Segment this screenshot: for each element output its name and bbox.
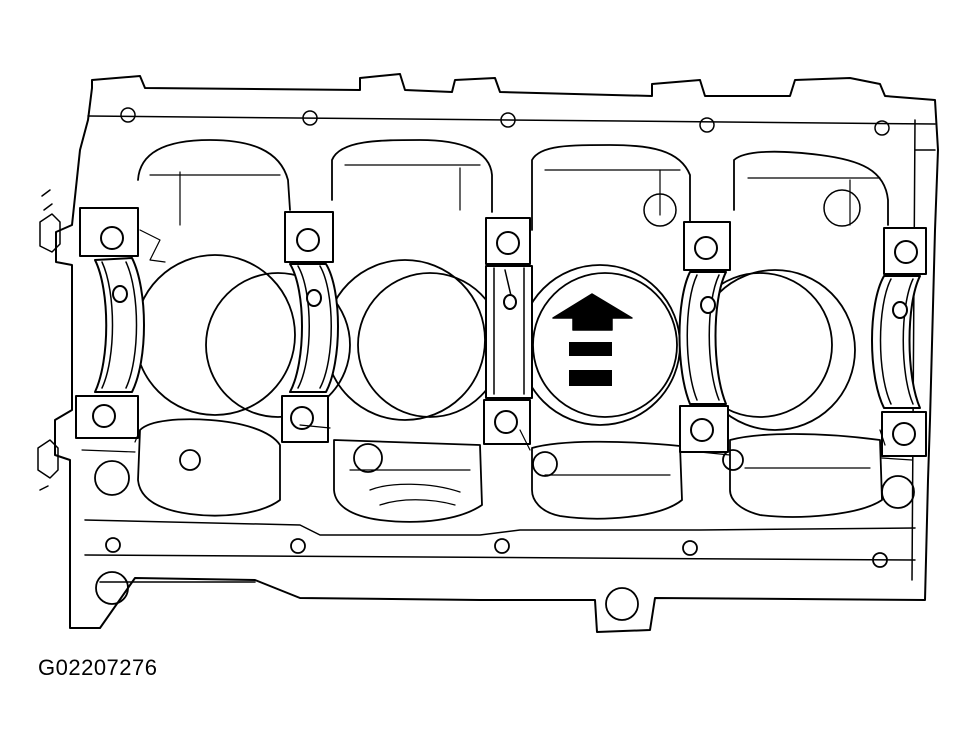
detail-lines <box>82 230 912 460</box>
main-journal-2 <box>282 212 338 442</box>
main-journal-1 <box>76 208 144 438</box>
block-top-edge <box>88 116 935 124</box>
block-bottom-flange <box>85 520 915 582</box>
top-bolt-holes <box>121 108 889 135</box>
block-right-edge <box>912 120 935 580</box>
main-journal-5 <box>872 228 926 456</box>
up-arrow-icon <box>553 294 632 386</box>
cylinder-2 <box>325 260 502 420</box>
left-bolt-upper <box>40 190 60 252</box>
upper-crankcase-pockets <box>138 140 888 230</box>
lower-bolt-holes <box>95 444 914 620</box>
left-bolt-lower <box>38 440 58 490</box>
main-journal-3 <box>484 218 532 444</box>
block-outline <box>55 74 938 632</box>
engine-block-diagram <box>0 0 976 660</box>
lower-crankcase-pockets <box>138 419 882 522</box>
main-journal-4 <box>680 222 731 452</box>
figure-id-label: G02207276 <box>38 655 158 680</box>
